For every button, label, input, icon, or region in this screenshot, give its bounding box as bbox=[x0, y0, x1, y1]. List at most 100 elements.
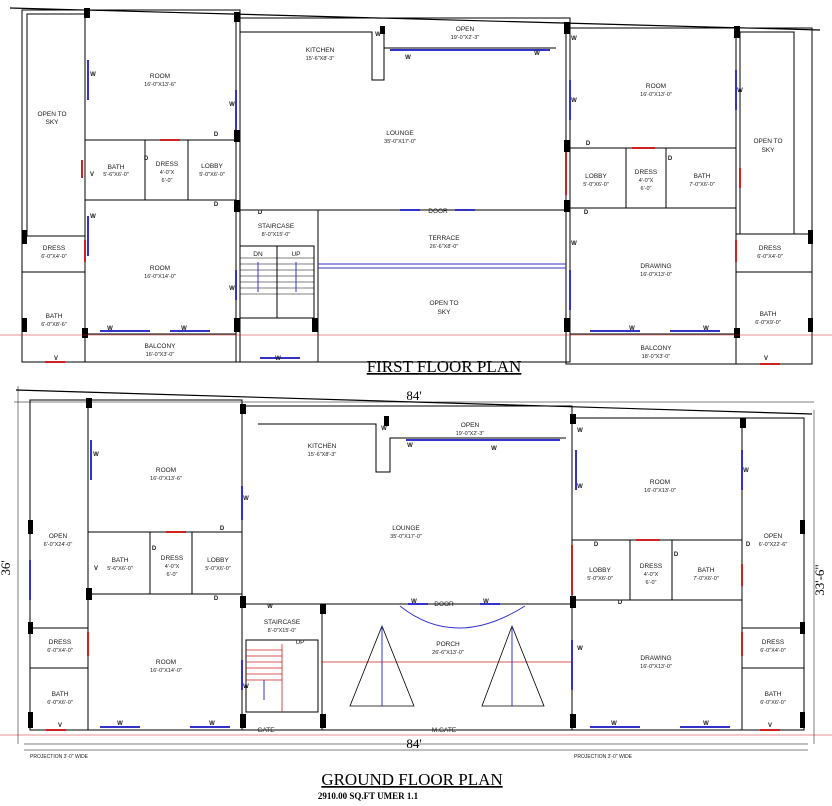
ff-room-dim: 6'-0"X4'-0" bbox=[41, 254, 67, 260]
gf-doors bbox=[46, 531, 780, 731]
ff-room-dim: 6'-0" bbox=[641, 186, 652, 192]
ground-floor-plan bbox=[0, 386, 832, 751]
ff-room-label: TERRACE bbox=[428, 235, 460, 242]
ff-room-label: OPEN TO bbox=[37, 111, 66, 118]
opening-mark: D bbox=[674, 552, 679, 558]
ff-title: FIRST FLOOR PLAN bbox=[367, 357, 522, 376]
ff-room-label: LOBBY bbox=[201, 163, 223, 170]
first-floor-plan bbox=[0, 7, 832, 365]
gf-room-dim: 8'-0"X15'-0" bbox=[268, 628, 297, 634]
gf-dim-right-label: 33'-6" bbox=[812, 564, 827, 595]
ff-room-label: SKY bbox=[761, 147, 775, 154]
ff-room-label: SKY bbox=[45, 119, 59, 126]
gf-room-label: OPEN bbox=[764, 533, 783, 540]
gf-left-wing bbox=[29, 399, 243, 731]
gf-porch-arc bbox=[399, 605, 526, 629]
ff-room-dim: 4'-0"X bbox=[639, 178, 654, 184]
opening-mark: D bbox=[594, 542, 599, 548]
gf-room-label: BATH bbox=[698, 567, 715, 574]
ff-room-label: OPEN TO bbox=[429, 300, 458, 307]
opening-mark: W bbox=[743, 468, 749, 474]
ff-room-label: DRESS bbox=[759, 245, 782, 252]
gf-windows bbox=[29, 439, 743, 728]
opening-mark: W bbox=[483, 599, 489, 605]
opening-mark: W bbox=[229, 286, 235, 292]
gf-room-dim: 6'-0"X4'-0" bbox=[47, 648, 73, 654]
ff-doors bbox=[45, 139, 780, 365]
ff-room-dim: 5'-0"X6'-0" bbox=[199, 172, 225, 178]
ff-room-dim: 5'-6"X6'-0" bbox=[103, 172, 129, 178]
opening-mark: D bbox=[220, 526, 225, 532]
ff-room-dim: 19'-0"X2'-3" bbox=[451, 35, 480, 41]
gf-room-dim: 16'-0"X13'-0" bbox=[644, 488, 676, 494]
opening-mark: W bbox=[229, 102, 235, 108]
opening-mark: D bbox=[618, 600, 623, 606]
opening-mark: W bbox=[491, 446, 497, 452]
gf-columns bbox=[28, 398, 805, 728]
opening-mark: W bbox=[534, 51, 540, 57]
gf-right-wing bbox=[571, 417, 805, 731]
gf-room-dim: 15'-6"X8'-3" bbox=[308, 452, 337, 458]
ff-room-dim: 6'-0"X8'-6" bbox=[41, 322, 67, 328]
opening-mark: D bbox=[214, 202, 219, 208]
ff-outer-top-wall bbox=[9, 7, 821, 31]
opening-mark: D bbox=[746, 542, 751, 548]
ff-door-label: DOOR bbox=[428, 208, 448, 215]
opening-mark: W bbox=[209, 721, 215, 727]
gf-room-label: DRESS bbox=[762, 639, 785, 646]
ff-right-wing bbox=[565, 27, 813, 365]
opening-mark: V bbox=[94, 566, 98, 572]
gf-dim-top-label: 84' bbox=[406, 388, 421, 403]
opening-mark: D bbox=[152, 546, 157, 552]
gf-room-dim: 5'-0"X6'-0" bbox=[587, 576, 613, 582]
gf-room-label: KITCHEN bbox=[308, 443, 337, 450]
ff-room-label: BATH bbox=[694, 173, 711, 180]
gf-room-label: PORCH bbox=[436, 641, 460, 648]
opening-mark: D bbox=[586, 141, 591, 147]
ff-stair-up: UP bbox=[291, 251, 300, 258]
ff-labels: OPEN TO SKY ROOM 16'-0"X13'-6" BATH 5'-6… bbox=[37, 26, 782, 376]
opening-mark: W bbox=[577, 428, 583, 434]
ff-room-label: BALCONY bbox=[640, 345, 672, 352]
opening-mark: V bbox=[90, 172, 94, 178]
opening-mark: V bbox=[768, 723, 772, 729]
ff-room-dim: 5'-0"X6'-0" bbox=[583, 182, 609, 188]
gf-subtitle: 2910.00 SQ.FT UMER 1.1 bbox=[318, 791, 419, 801]
opening-mark: W bbox=[577, 646, 583, 652]
gf-room-label: OPEN bbox=[461, 422, 480, 429]
opening-mark: W bbox=[703, 326, 709, 332]
ff-kitchen-wall bbox=[240, 31, 556, 81]
opening-mark: D bbox=[668, 156, 673, 162]
gf-room-label: DRESS bbox=[640, 563, 663, 570]
ff-opening-marks: W W W W W W W W W W W W W W W W V V V D … bbox=[54, 32, 768, 362]
opening-mark: W bbox=[577, 484, 583, 490]
ff-center-block bbox=[235, 17, 571, 363]
ff-room-dim: 16'-0"X13'-0" bbox=[640, 92, 672, 98]
ff-stair-treads bbox=[240, 257, 314, 295]
opening-mark: W bbox=[381, 426, 387, 432]
opening-mark: V bbox=[54, 356, 58, 362]
ff-right-inner bbox=[739, 31, 795, 235]
ff-room-label: DRAWING bbox=[640, 263, 671, 270]
gf-room-label: BATH bbox=[52, 691, 69, 698]
opening-mark: W bbox=[275, 356, 281, 362]
opening-mark: W bbox=[611, 721, 617, 727]
opening-mark: W bbox=[90, 214, 96, 220]
gf-room-label: LOBBY bbox=[207, 557, 229, 564]
opening-mark: W bbox=[117, 721, 123, 727]
gf-room-label: STAIRCASE bbox=[264, 619, 301, 626]
opening-mark: D bbox=[258, 210, 263, 216]
ff-room-label: BATH bbox=[760, 311, 777, 318]
gf-room-dim: 6'-0"X6'-0" bbox=[760, 700, 786, 706]
gf-room-label: BATH bbox=[765, 691, 782, 698]
ff-room-label: BATH bbox=[108, 164, 125, 171]
ff-room-label: BATH bbox=[46, 313, 63, 320]
ff-room-dim: 16'-0"X13'-0" bbox=[640, 272, 672, 278]
opening-mark: W bbox=[93, 452, 99, 458]
gf-car-right bbox=[481, 624, 545, 707]
ff-columns bbox=[22, 8, 813, 338]
gf-room-dim: 19'-0"X2'-3" bbox=[456, 431, 485, 437]
ff-room-label: ROOM bbox=[646, 83, 666, 90]
gf-room-label: DRAWING bbox=[640, 655, 671, 662]
